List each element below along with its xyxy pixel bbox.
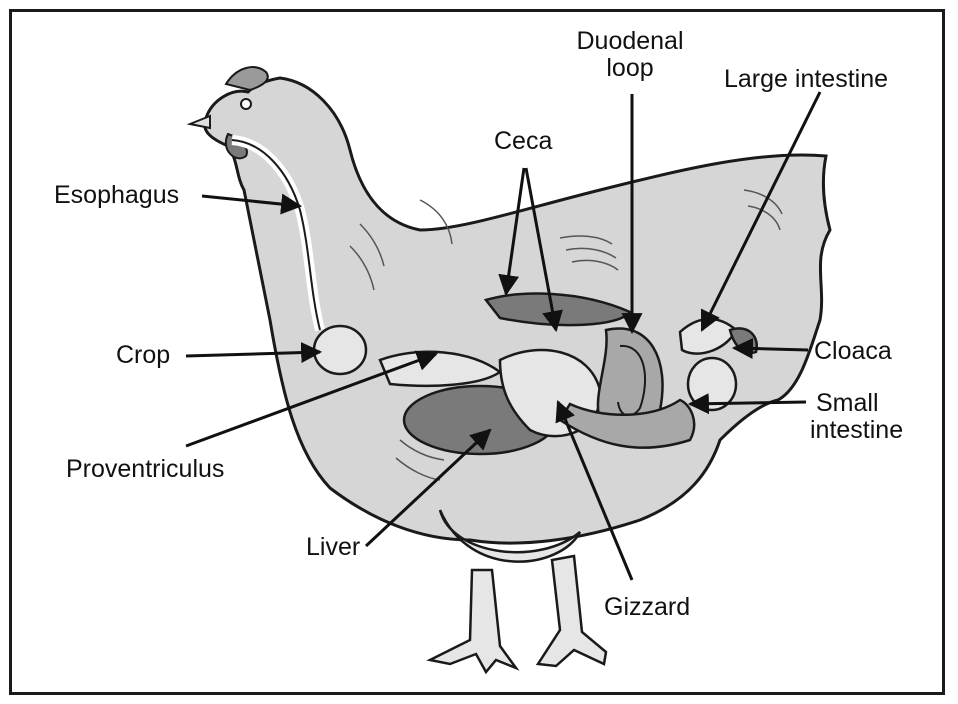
small-intestine-arrow	[690, 402, 806, 404]
label-cloaca: Cloaca	[814, 338, 892, 365]
label-large-intestine: Large intestine	[724, 66, 888, 93]
label-duodenal-loop: Duodenal loop	[560, 28, 700, 82]
label-ceca: Ceca	[494, 128, 552, 155]
label-liver: Liver	[306, 534, 360, 561]
label-duodenal-loop-line1: Duodenal	[560, 28, 700, 55]
label-duodenal-loop-line2: loop	[560, 55, 700, 82]
eye	[241, 99, 251, 109]
beak	[190, 116, 210, 128]
label-esophagus: Esophagus	[54, 182, 179, 209]
label-small-intestine-line1: Small	[810, 390, 903, 417]
label-crop: Crop	[116, 342, 170, 369]
cloaca-arrow	[734, 348, 808, 350]
label-gizzard: Gizzard	[604, 594, 690, 621]
label-small-intestine: Small intestine	[810, 390, 903, 444]
label-proventriculus: Proventriculus	[66, 456, 224, 483]
label-small-intestine-line2: intestine	[810, 417, 903, 444]
crop-organ	[314, 326, 366, 374]
